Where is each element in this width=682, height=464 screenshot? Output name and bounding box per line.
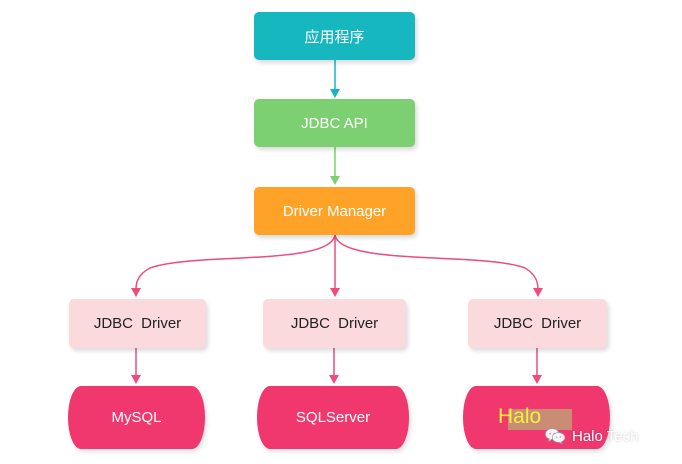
sqlserver-database-node: SQLServer bbox=[257, 386, 409, 449]
watermark: Halo Tech bbox=[544, 422, 638, 450]
arrowhead-manager-to-driver-right bbox=[533, 288, 543, 297]
halo-overlay: Halo bbox=[498, 405, 574, 431]
halo-highlight-box bbox=[508, 409, 572, 430]
application-node: 应用程序 bbox=[254, 12, 415, 60]
arrowhead-application-to-api bbox=[330, 89, 340, 98]
wechat-icon bbox=[545, 428, 566, 445]
driver-manager-node: Driver Manager bbox=[254, 187, 415, 235]
jdbc-driver-node-right: JDBC Driver bbox=[468, 299, 607, 348]
arrow-manager-to-driver-left bbox=[135, 234, 336, 290]
arrowhead-api-to-manager bbox=[330, 176, 340, 185]
halo-overlay-text: Halo bbox=[498, 405, 542, 428]
arrowhead-driver-middle-to-sqlserver bbox=[329, 375, 339, 384]
arrowhead-manager-to-driver-left bbox=[131, 288, 141, 297]
jdbc-driver-node-middle: JDBC Driver bbox=[263, 299, 406, 348]
arrowhead-driver-right-to-database bbox=[532, 375, 542, 384]
jdbc-driver-node-left: JDBC Driver bbox=[69, 299, 206, 348]
jdbc-api-node: JDBC API bbox=[254, 99, 415, 147]
arrowhead-manager-to-driver-middle bbox=[330, 288, 340, 297]
watermark-text: Halo Tech bbox=[572, 427, 639, 445]
arrow-manager-to-driver-right bbox=[334, 234, 539, 290]
mysql-database-node: MySQL bbox=[68, 386, 205, 449]
arrowhead-driver-left-to-mysql bbox=[131, 375, 141, 384]
